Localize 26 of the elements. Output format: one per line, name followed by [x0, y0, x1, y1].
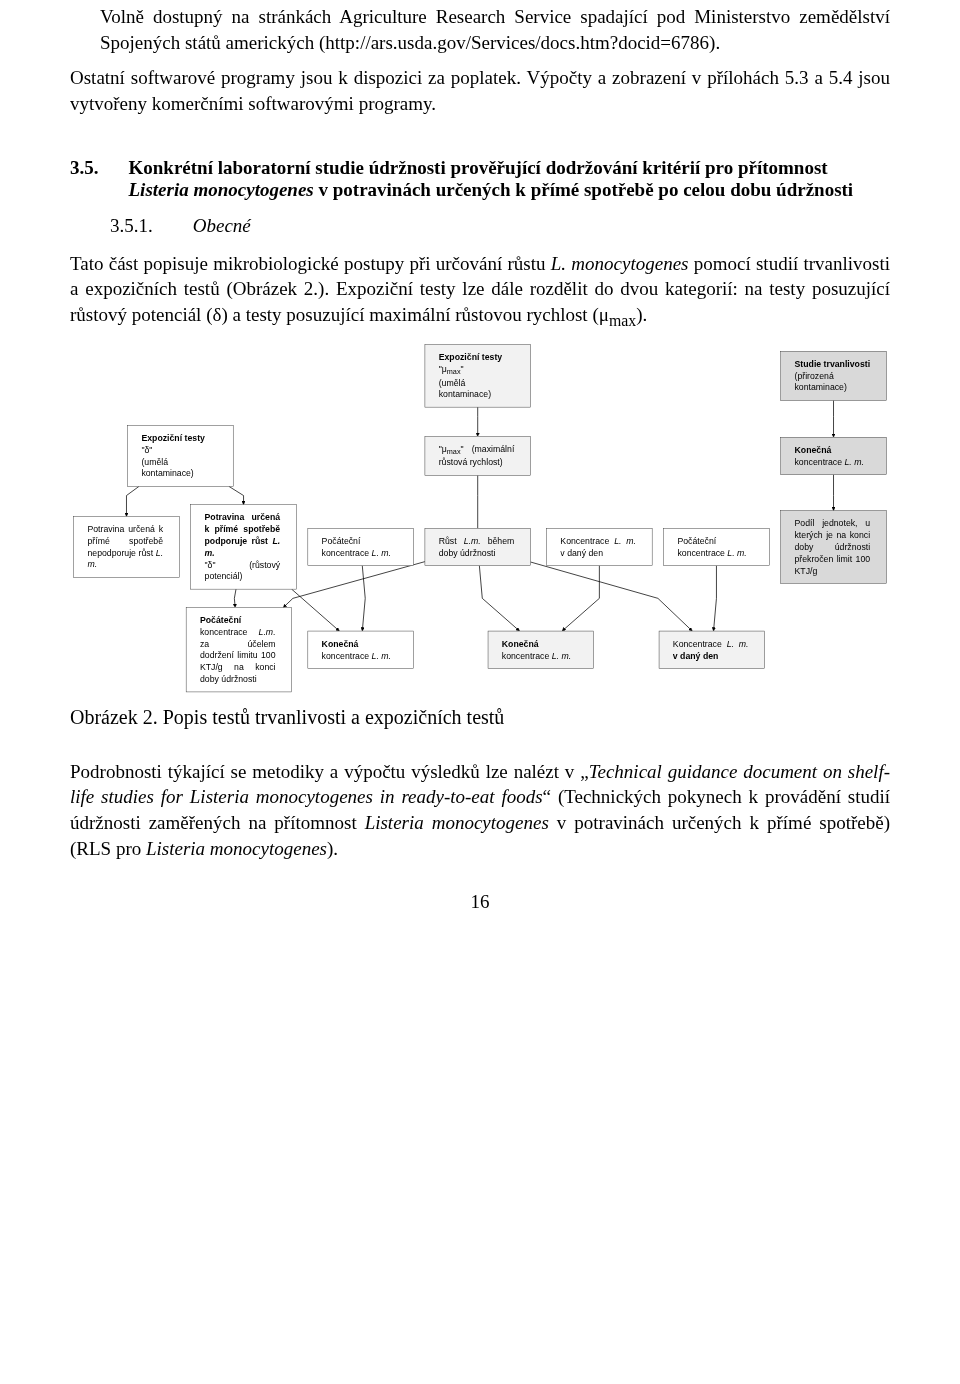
- subsection-number: 3.5.1.: [110, 214, 153, 237]
- node-box: Expoziční testy "μ$_{max}$" (umělá kontaminace): [424, 344, 531, 408]
- body-paragraph: Volně dostupný na stránkách Agriculture Research Service spadající pod Ministerstvo zemědělství Spojených států amerických (http://ars.usda.gov/Services/docs.htm?docid=6786).: [99, 5, 890, 55]
- body-paragraph: Podrobnosti týkající se metodiky a výpočtu výsledků lze nalézt v „Technical guidance document on shelf-life studies for Listeria monocytogenes in ready-to-eat foods“ (Technických pokynech k provádění studií údržnosti zaměřených na přítomnost Listeria monocytogenes v potravinách určených k přímé spotřebě) (RLS pro Listeria monocytogenes).: [70, 759, 890, 861]
- node-box: Konečná koncentrace L. m.: [487, 630, 594, 669]
- node-box: Studie trvanlivosti (přirozená kontaminace): [780, 351, 887, 401]
- node-box: Potravina určená k přímé spotřebě nepodporuje růst L. m.: [73, 516, 180, 578]
- node-box: Růst L.m. během doby údržnosti: [424, 528, 531, 566]
- body-paragraph: Tato část popisuje mikrobiologické postupy při určování růstu L. monocytogenes pomocí studií trvanlivosti a expozičních testů (Obrázek 2.). Expoziční testy lze dále rozdělit do dvou kategorií: na testy posuzující růstový potenciál (δ) a testy posuzující maximální růstovou rychlost (μ$_{max}$).: [70, 251, 890, 331]
- body-paragraph: Ostatní softwarové programy jsou k dispozici za poplatek. Výpočty a zobrazení v přílohách 5.3 a 5.4 jsou vytvořeny komerčními softwarovými programy.: [70, 66, 890, 116]
- node-box: Podíl jednotek, u kterých je na konci doby údržnosti překročen limit 100 KTJ/g: [780, 510, 887, 584]
- node-box: Počáteční koncentrace L.m. za účelem dodržení limitu 100 KTJ/g na konci doby údržnosti: [185, 607, 292, 693]
- node-box: Konečná koncentrace L. m.: [307, 630, 414, 669]
- node-box: Konečná koncentrace L. m.: [780, 437, 887, 475]
- section-number: 3.5.: [70, 156, 99, 180]
- section-heading: Konkrétní laboratorní studie údržnosti prověřující dodržování kritérií pro přítomnost Listeria monocytogenes v potravinách určených k přímé spotřebě po celou dobu údržnosti: [128, 156, 855, 201]
- node-box: Koncentrace L. m. v daný den: [658, 630, 765, 669]
- node-box: "μ$_{max}$" (maximální růstová rychlost): [424, 436, 531, 476]
- page-number: 16: [469, 891, 491, 914]
- node-box: Expoziční testy "δ" (umělá kontaminace): [127, 425, 234, 487]
- node-box: Počáteční koncentrace L. m.: [663, 528, 770, 566]
- figure-caption: Obrázek 2. Popis testů trvanlivosti a expozičních testů: [70, 705, 506, 729]
- node-box: Počáteční koncentrace L. m.: [307, 528, 414, 566]
- node-box: Potravina určená k přímé spotřebě podporuje růst L. m. "δ" (růstový potenciál): [190, 504, 297, 590]
- node-box: Koncentrace L. m. v daný den: [546, 528, 653, 566]
- subsection-heading: Obecné: [192, 214, 251, 237]
